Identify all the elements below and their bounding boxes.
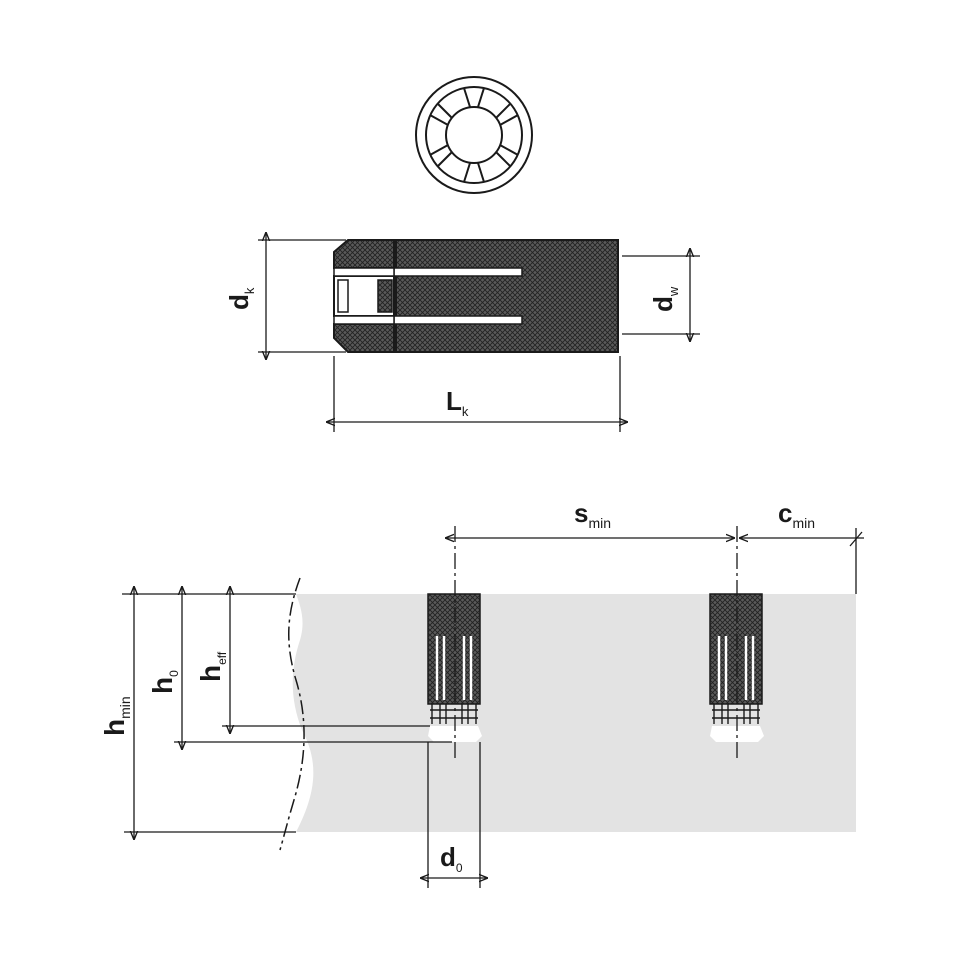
- concrete-block: [292, 594, 857, 832]
- label-heff: heff: [195, 651, 229, 682]
- installed-anchor-right: [709, 593, 764, 742]
- anchor-side-view: [333, 239, 619, 353]
- label-smin: smin: [574, 498, 611, 531]
- dimension-d0: [420, 742, 488, 888]
- label-cmin: cmin: [778, 498, 815, 531]
- center-lines: [454, 526, 738, 762]
- installed-anchor-left: [427, 593, 482, 742]
- dimension-heff: [222, 586, 430, 734]
- dimension-smin-cmin: [445, 528, 864, 594]
- label-dw: dw: [648, 286, 681, 312]
- dimension-Lk: [326, 356, 628, 432]
- label-hmin: hmin: [99, 696, 133, 736]
- dimension-h0: [174, 586, 452, 750]
- dimension-hmin: [122, 586, 296, 840]
- label-h0: h0: [147, 670, 181, 694]
- label-d0: d0: [440, 842, 463, 875]
- dimension-dk: [258, 232, 346, 360]
- anchor-end-view: [415, 76, 533, 194]
- label-dk: dk: [224, 287, 257, 310]
- dimension-dw: [622, 248, 700, 342]
- label-Lk: Lk: [446, 386, 469, 419]
